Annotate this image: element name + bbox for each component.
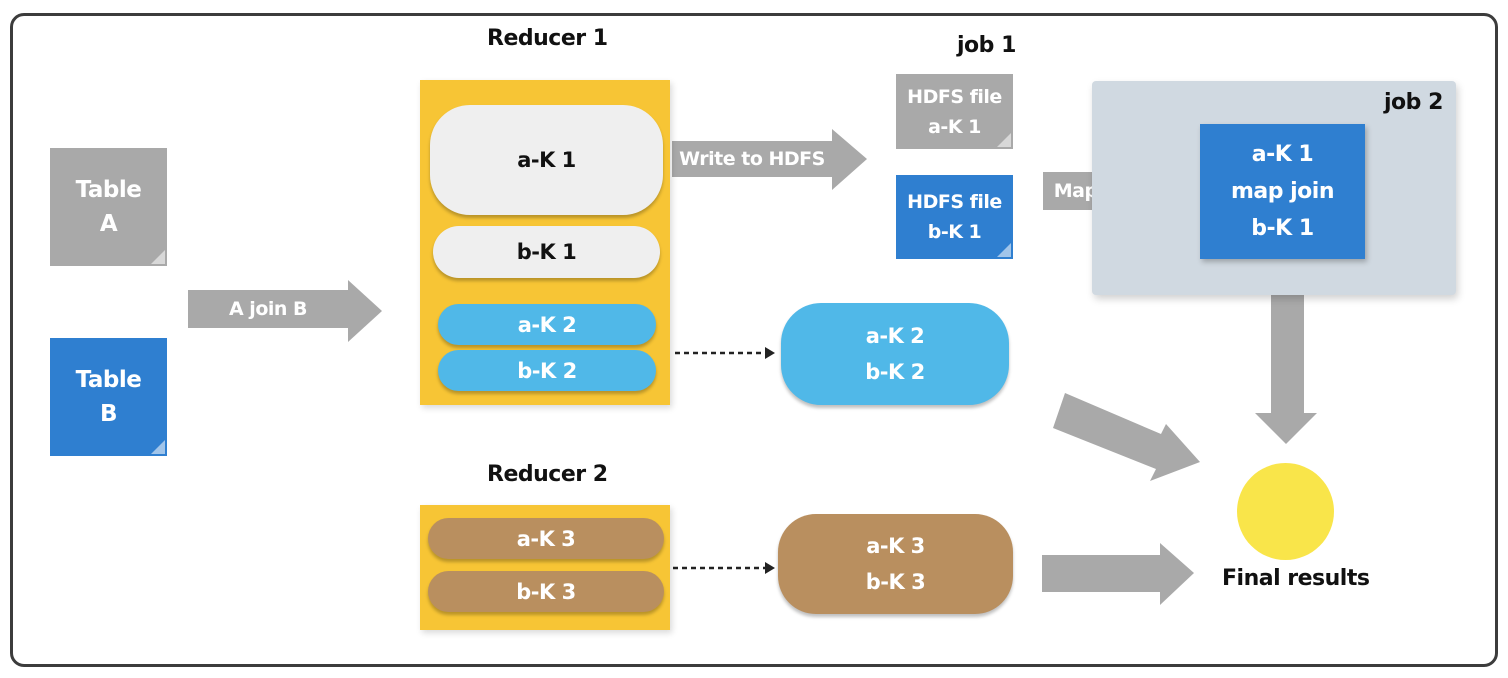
job1-title: job 1: [957, 33, 1016, 58]
hdfs-file-bk1-line2: b-K 1: [927, 221, 982, 243]
write-hdfs-arrow: [672, 129, 867, 190]
final-results-circle: [1237, 463, 1334, 560]
final-results-label: Final results: [1222, 566, 1370, 591]
job2-down-arrow: [1255, 294, 1317, 444]
reducer1-item-ak1: a-K 1: [430, 105, 663, 215]
k3-dotted-arrowhead: [765, 562, 775, 574]
hdfs-file-ak1-line1: HDFS file: [907, 85, 1002, 108]
hdfs-file-ak1: HDFS file a-K 1: [896, 74, 1013, 149]
diagram-frame: [10, 13, 1498, 667]
output-k3-line1: a-K 3: [866, 534, 925, 558]
table-a-line1: Table: [75, 177, 142, 203]
hdfs-file-bk1-line1: HDFS file: [907, 191, 1002, 213]
output-k3: a-K 3 b-K 3: [778, 514, 1013, 614]
page-curl-icon: [151, 250, 165, 264]
output-k2-line1: a-K 2: [865, 324, 925, 348]
hdfs-file-bk1: HDFS file b-K 1: [896, 175, 1013, 259]
reducer1-item-bk1: b-K 1: [433, 226, 660, 278]
page-curl-icon: [151, 440, 165, 454]
hdfs-file-ak1-line2: a-K 1: [928, 115, 981, 138]
join-arrow: [188, 280, 382, 342]
output-k2: a-K 2 b-K 2: [781, 303, 1009, 405]
reducer2-title: Reducer 2: [487, 462, 608, 487]
map-join-line2: map join: [1230, 179, 1335, 204]
join-arrow-label: A join B: [228, 298, 308, 320]
page-curl-icon: [997, 133, 1011, 147]
map-join-line3: b-K 1: [1251, 216, 1314, 241]
table-b-line1: Table: [75, 367, 142, 393]
job2-title: job 2: [1384, 90, 1443, 115]
table-a-line2: A: [99, 211, 118, 237]
reducer1-title: Reducer 1: [487, 26, 608, 51]
table-b: Table B: [50, 338, 167, 456]
k2-to-final-arrow: [1053, 393, 1200, 481]
map-join-line1: a-K 1: [1251, 142, 1314, 167]
output-k3-line2: b-K 3: [865, 570, 926, 594]
k2-dotted-arrowhead: [765, 347, 775, 359]
reducer2-item-bk3: b-K 3: [428, 571, 664, 612]
table-a: Table A: [50, 148, 167, 266]
write-hdfs-label: Write to HDFS: [679, 148, 825, 170]
reducer2-item-ak3: a-K 3: [428, 518, 664, 559]
table-b-line2: B: [99, 401, 118, 427]
k3-to-final-arrow: [1042, 543, 1194, 605]
reducer1-item-bk2: b-K 2: [438, 350, 656, 391]
page-curl-icon: [997, 243, 1011, 257]
reducer1-item-ak2: a-K 2: [438, 304, 656, 345]
output-k2-line2: b-K 2: [865, 360, 925, 384]
map-join-box: a-K 1 map join b-K 1: [1200, 124, 1365, 259]
